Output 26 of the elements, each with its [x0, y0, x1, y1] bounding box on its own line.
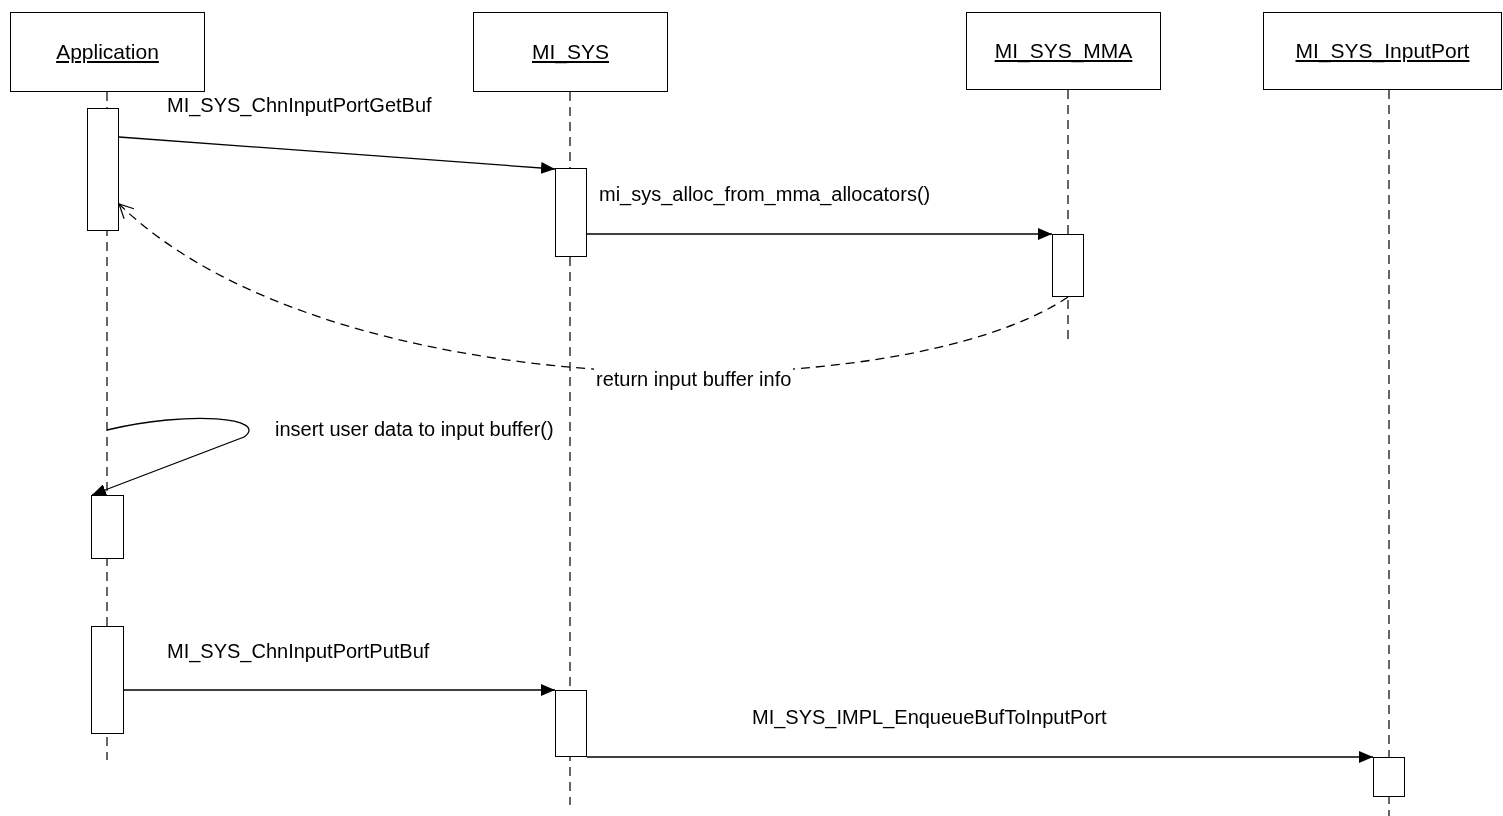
edge-label: return input buffer info: [594, 368, 794, 391]
activation-bar: [555, 690, 587, 757]
message-arrow: [586, 228, 1053, 240]
edge-label: insert user data to input buffer(): [274, 418, 555, 441]
participant-name: MI_SYS: [532, 40, 609, 64]
participant-box: [966, 12, 1161, 90]
edge-label: MI_SYS_ChnInputPortGetBuf: [166, 94, 433, 117]
message-arrow: [118, 136, 556, 174]
activation-bar: [1373, 757, 1405, 797]
edge-label: MI_SYS_IMPL_EnqueueBufToInputPort: [751, 706, 1108, 729]
edge-label: mi_sys_alloc_from_mma_allocators(): [598, 183, 932, 206]
message-arrow: [91, 417, 250, 496]
message-arrow: [123, 684, 556, 696]
participant-name: Application: [56, 40, 159, 64]
activation-bar: [87, 108, 119, 231]
activation-bar: [91, 495, 124, 559]
edge-label: MI_SYS_ChnInputPortPutBuf: [166, 640, 431, 663]
activation-bar: [555, 168, 587, 257]
activation-bar: [1052, 234, 1084, 297]
participant-name: MI_SYS_InputPort: [1295, 39, 1470, 63]
participant-name: MI_SYS_MMA: [994, 39, 1133, 63]
participant-box: [10, 12, 205, 92]
participant-box: [473, 12, 668, 92]
participant-box: [1263, 12, 1502, 90]
message-arrow: [586, 751, 1374, 763]
activation-bar: [91, 626, 124, 734]
